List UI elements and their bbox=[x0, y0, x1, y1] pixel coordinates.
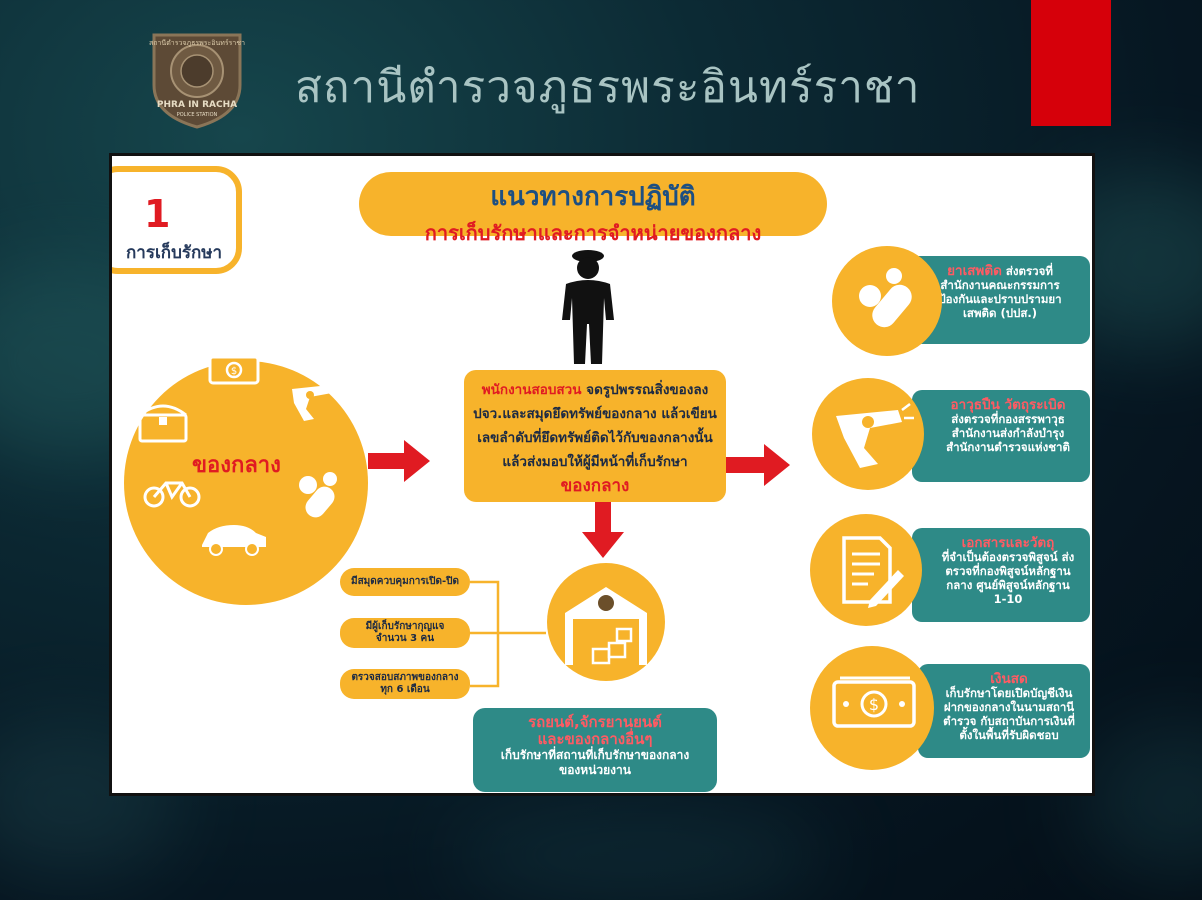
category-line: เสพติด (ปปส.) bbox=[963, 306, 1037, 320]
diagram-title: แนวทางการปฏิบัติ การเก็บรักษาและการจำหน่… bbox=[359, 172, 827, 245]
storage-rule-line-1: มีสมุดควบคุมการเปิด-ปิด bbox=[350, 576, 459, 587]
cash-icon: $ bbox=[832, 676, 916, 728]
section-number: 1 bbox=[144, 192, 171, 236]
title-line-1: แนวทางการปฏิบัติ bbox=[490, 182, 696, 212]
cash-circle: $ bbox=[810, 646, 934, 770]
section-number-box: 1 การเก็บรักษา bbox=[112, 166, 242, 274]
header-accent-block bbox=[1031, 0, 1111, 126]
svg-text:$: $ bbox=[869, 695, 879, 714]
evidence-circle: ของกลาง $ bbox=[124, 355, 368, 605]
category-weapons-box: อาวุธปืน วัตถุระเบิด ส่งตรวจที่กองสรรพาว… bbox=[912, 390, 1090, 482]
connector-lines bbox=[470, 580, 546, 688]
storage-rule-pill: ตรวจสอบสภาพของกลางทุก 6 เดือน bbox=[340, 669, 470, 699]
category-title-rest: ส่งตรวจที่ bbox=[1001, 264, 1053, 278]
category-line: สำนักงานส่งกำลังบำรุง bbox=[951, 426, 1065, 440]
arrow-right-icon bbox=[368, 440, 430, 482]
pills-icon bbox=[299, 472, 337, 518]
category-line: ที่จำเป็นต้องตรวจพิสูจน์ ส่ง bbox=[941, 550, 1075, 564]
warehouse-circle bbox=[547, 563, 665, 681]
category-line: ฝากของกลางในนามสถานี bbox=[943, 700, 1075, 714]
motorcycle-icon bbox=[143, 481, 201, 508]
investigator-procedure-box: พนักงานสอบสวน จดรูปพรรณสิ่งของลง ปจว.และ… bbox=[464, 370, 726, 502]
drugs-circle bbox=[832, 246, 942, 356]
procedure-line-5: ของกลาง bbox=[560, 476, 630, 496]
warehouse-icon bbox=[565, 587, 647, 665]
category-title: อาวุธปืน วัตถุระเบิด bbox=[950, 397, 1066, 413]
category-title: ยาเสพติด bbox=[947, 263, 1002, 279]
category-line: ตรวจที่กองพิสูจน์หลักฐาน bbox=[945, 564, 1071, 578]
cash-icon: $ bbox=[208, 355, 260, 385]
storage-rule-line-1: มีผู้เก็บรักษากุญแจ bbox=[365, 621, 445, 632]
vehicles-title-1: รถยนต์,จักรยานยนต์ bbox=[528, 713, 662, 731]
vehicles-desc-2: ของหน่วยงาน bbox=[559, 763, 631, 777]
procedure-line-3: เลขลำดับที่ยึดทรัพย์ติดไว้กับของกลางนั้น bbox=[477, 430, 713, 446]
evidence-label: ของกลาง bbox=[192, 453, 281, 478]
treasure-chest-icon bbox=[138, 404, 188, 443]
storage-rule-line-2: ทุก 6 เดือน bbox=[380, 684, 430, 695]
category-title: เงินสด bbox=[990, 671, 1028, 687]
category-line: เก็บรักษาโดยเปิดบัญชีเงิน bbox=[945, 686, 1073, 700]
category-line: ตำรวจ กับสถาบันการเงินที่ bbox=[943, 714, 1075, 728]
police-officer-icon bbox=[562, 250, 614, 364]
procedure-line-4: แล้วส่งมอบให้ผู้มีหน้าที่เก็บรักษา bbox=[502, 454, 688, 470]
svg-text:$: $ bbox=[231, 366, 237, 377]
logo-ring-text: สถานีตำรวจภูธรพระอินทร์ราชา bbox=[149, 39, 245, 47]
vehicles-storage-box: รถยนต์,จักรยานยนต์ และของกลางอื่นๆ เก็บร… bbox=[473, 708, 717, 792]
weapons-circle bbox=[812, 378, 924, 490]
category-title: เอกสารและวัตถุ bbox=[961, 535, 1055, 551]
category-line: กลาง ศูนย์พิสูจน์หลักฐาน bbox=[946, 578, 1070, 592]
diagram-panel: 1 การเก็บรักษา แนวทางการปฏิบัติ การเก็บร… bbox=[109, 153, 1095, 796]
police-station-logo: สถานีตำรวจภูธรพระอินทร์ราชา PHRA IN RACH… bbox=[146, 25, 248, 129]
procedure-line-1: จดรูปพรรณสิ่งของลง bbox=[581, 382, 709, 398]
section-number-label: การเก็บรักษา bbox=[126, 243, 223, 263]
category-documents-box: เอกสารและวัตถุ ที่จำเป็นต้องตรวจพิสูจน์ … bbox=[912, 528, 1090, 622]
document-pen-icon bbox=[842, 536, 904, 608]
gun-icon bbox=[836, 403, 914, 468]
category-line: ป้องกันและปราบปรามยา bbox=[938, 292, 1062, 306]
storage-rule-line-1: ตรวจสอบสภาพของกลาง bbox=[351, 672, 459, 683]
category-line: สำนักงานตำรวจแห่งชาติ bbox=[946, 440, 1070, 454]
category-line: 1-10 bbox=[993, 592, 1023, 606]
category-cash-box: เงินสด เก็บรักษาโดยเปิดบัญชีเงิน ฝากของก… bbox=[918, 664, 1090, 758]
investigator-label: พนักงานสอบสวน bbox=[481, 382, 582, 398]
title-line-2: การเก็บรักษาและการจำหน่ายของกลาง bbox=[424, 221, 762, 245]
logo-text-main: PHRA IN RACHA bbox=[157, 100, 237, 110]
page-title: สถานีตำรวจภูธรพระอินทร์ราชา bbox=[295, 62, 921, 113]
category-line: ตั้งในพื้นที่รับผิดชอบ bbox=[959, 728, 1059, 742]
storage-rule-line-2: จำนวน 3 คน bbox=[375, 633, 435, 644]
logo-text-sub: POLICE STATION bbox=[177, 112, 218, 118]
vehicles-title-2: และของกลางอื่นๆ bbox=[537, 730, 653, 748]
category-line: ส่งตรวจที่กองสรรพาวุธ bbox=[951, 412, 1065, 426]
storage-rule-pill: มีสมุดควบคุมการเปิด-ปิด bbox=[340, 568, 470, 596]
gun-icon bbox=[292, 385, 332, 421]
procedure-line-2: ปจว.และสมุดยึดทรัพย์ของกลาง แล้วเขียน bbox=[473, 406, 717, 422]
storage-rule-pill: มีผู้เก็บรักษากุญแจจำนวน 3 คน bbox=[340, 618, 470, 648]
vehicles-desc-1: เก็บรักษาที่สถานที่เก็บรักษาของกลาง bbox=[500, 748, 690, 762]
category-line: สำนักงานคณะกรรมการ bbox=[940, 278, 1060, 292]
arrow-down-icon bbox=[582, 502, 624, 558]
arrow-right-icon bbox=[726, 444, 790, 486]
car-icon bbox=[202, 525, 266, 556]
documents-circle bbox=[810, 514, 922, 626]
pills-icon bbox=[859, 268, 912, 328]
